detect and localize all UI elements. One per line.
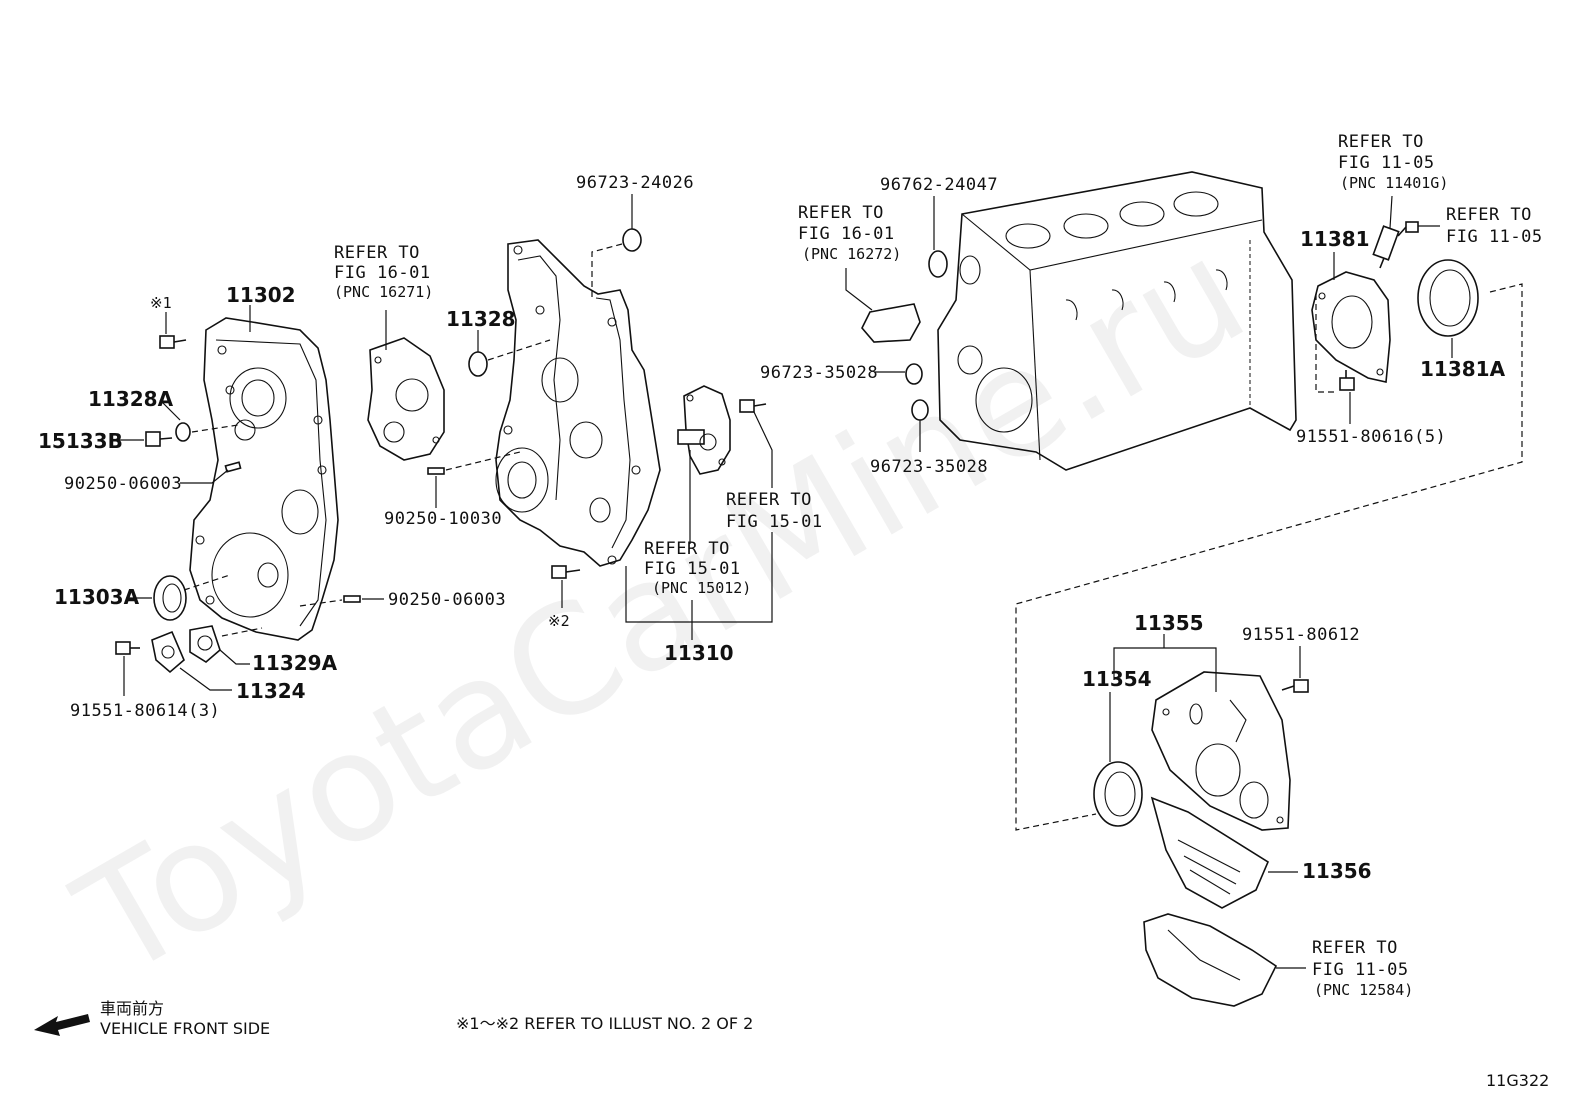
bolt-91551-80614[interactable] [115, 641, 140, 655]
label-refer-15-01-a-1: REFER TO [726, 490, 812, 510]
seal-11381A[interactable] [1417, 259, 1479, 337]
watermark: ToyotaCarMine.ru [50, 205, 1273, 1011]
label-11355: 11355 [1134, 611, 1204, 635]
pin-90250-06003-upper[interactable] [224, 461, 242, 473]
bolt-pnc-15-01[interactable] [739, 399, 767, 413]
label-refer-16-01-a-3: (PNC 16271) [334, 283, 433, 301]
timing-case-11310[interactable] [495, 239, 661, 567]
gasket-pnc-16271[interactable] [367, 337, 445, 461]
label-refer-11-05-a-1: REFER TO [1338, 132, 1424, 152]
label-91551-80616: 91551-80616(5) [1296, 427, 1446, 447]
label-refer-11-05-a-2: FIG 11-05 [1338, 153, 1435, 173]
arrow-left-icon [34, 1014, 90, 1036]
retainer-11381[interactable] [1311, 271, 1391, 383]
bolt-pnc-11-05[interactable] [1397, 221, 1419, 237]
label-refer-16-01-a-1: REFER TO [334, 243, 420, 263]
label-11381A: 11381A [1420, 357, 1506, 381]
label-11329A: 11329A [252, 651, 338, 675]
label-refer-16-01-a-2: FIG 16-01 [334, 263, 431, 283]
label-refer-15-01-a-2: FIG 15-01 [726, 512, 823, 532]
label-refer-15-01-b-3: (PNC 15012) [652, 579, 751, 597]
bolt-mark2[interactable] [551, 565, 581, 579]
label-15133B: 15133B [38, 429, 123, 453]
oring-11328A[interactable] [175, 422, 191, 442]
label-mark2: ※2 [548, 612, 570, 630]
label-11310: 11310 [664, 641, 734, 665]
oil-pan-pnc-12584[interactable] [1143, 913, 1278, 1007]
gasket-pnc-16272[interactable] [861, 303, 921, 343]
label-90250-10030: 90250-10030 [384, 509, 502, 529]
timing-cover-11302[interactable] [189, 317, 339, 641]
label-refer-11-05-b-2: FIG 11-05 [1446, 227, 1543, 247]
oil-pump-pnc-15012[interactable] [677, 385, 731, 475]
label-91551-80612: 91551-80612 [1242, 625, 1360, 645]
label-11302: 11302 [226, 283, 296, 307]
label-11354: 11354 [1082, 667, 1152, 691]
label-refer-11-05-c-3: (PNC 12584) [1314, 981, 1413, 999]
label-refer-11-05-b-1: REFER TO [1446, 205, 1532, 225]
bolt-15133B[interactable] [145, 431, 173, 447]
front-side-jp: 車両前方 [100, 999, 164, 1018]
seal-11354[interactable] [1093, 761, 1143, 827]
label-11324: 11324 [236, 679, 306, 703]
bolt-91551-80612[interactable] [1281, 679, 1309, 693]
label-11328A: 11328A [88, 387, 174, 411]
oring-96723-35028-lower[interactable] [911, 399, 929, 421]
label-refer-16-01-b-2: FIG 16-01 [798, 224, 895, 244]
seal-11303A[interactable] [153, 575, 187, 621]
label-91551-80614: 91551-80614(3) [70, 701, 220, 721]
label-11356: 11356 [1302, 859, 1372, 883]
label-96723-35028-a: 96723-35028 [760, 363, 878, 383]
oring-96723-24026[interactable] [622, 228, 642, 252]
label-11303A: 11303A [54, 585, 140, 609]
front-side-en: VEHICLE FRONT SIDE [100, 1019, 270, 1038]
pin-90250-10030[interactable] [427, 467, 445, 475]
figure-code: 11G322 [1486, 1071, 1549, 1090]
label-refer-11-05-c-1: REFER TO [1312, 938, 1398, 958]
gasket-11329A[interactable] [189, 625, 221, 663]
cylinder-block [937, 171, 1297, 471]
illustration-note: ※1～※2 REFER TO ILLUST NO. 2 OF 2 [456, 1014, 753, 1033]
label-11381: 11381 [1300, 227, 1370, 251]
label-refer-16-01-b-1: REFER TO [798, 203, 884, 223]
sensor-pnc-11401G[interactable] [1372, 225, 1400, 269]
oring-96723-35028-upper[interactable] [905, 363, 923, 385]
label-refer-11-05-c-2: FIG 11-05 [1312, 960, 1409, 980]
label-mark1: ※1 [150, 294, 172, 312]
label-refer-15-01-b-2: FIG 15-01 [644, 559, 741, 579]
baffle-11356[interactable] [1150, 796, 1270, 909]
oring-11328[interactable] [468, 351, 488, 377]
bolt-91551-80616[interactable] [1339, 370, 1355, 391]
label-90250-06003-b: 90250-06003 [388, 590, 506, 610]
label-refer-15-01-b-1: REFER TO [644, 539, 730, 559]
gasket-11324[interactable] [151, 630, 185, 674]
pin-90250-06003-lower[interactable] [343, 595, 361, 603]
label-96723-35028-b: 96723-35028 [870, 457, 988, 477]
label-refer-11-05-a-3: (PNC 11401G) [1340, 174, 1448, 192]
label-11328: 11328 [446, 307, 516, 331]
label-96723-24026: 96723-24026 [576, 173, 694, 193]
label-96762-24047: 96762-24047 [880, 175, 998, 195]
label-90250-06003-a: 90250-06003 [64, 474, 182, 494]
plate-11355[interactable] [1151, 671, 1291, 831]
bolt-mark1[interactable] [159, 335, 187, 349]
label-refer-16-01-b-3: (PNC 16272) [802, 245, 901, 263]
oring-96762-24047[interactable] [928, 250, 948, 278]
